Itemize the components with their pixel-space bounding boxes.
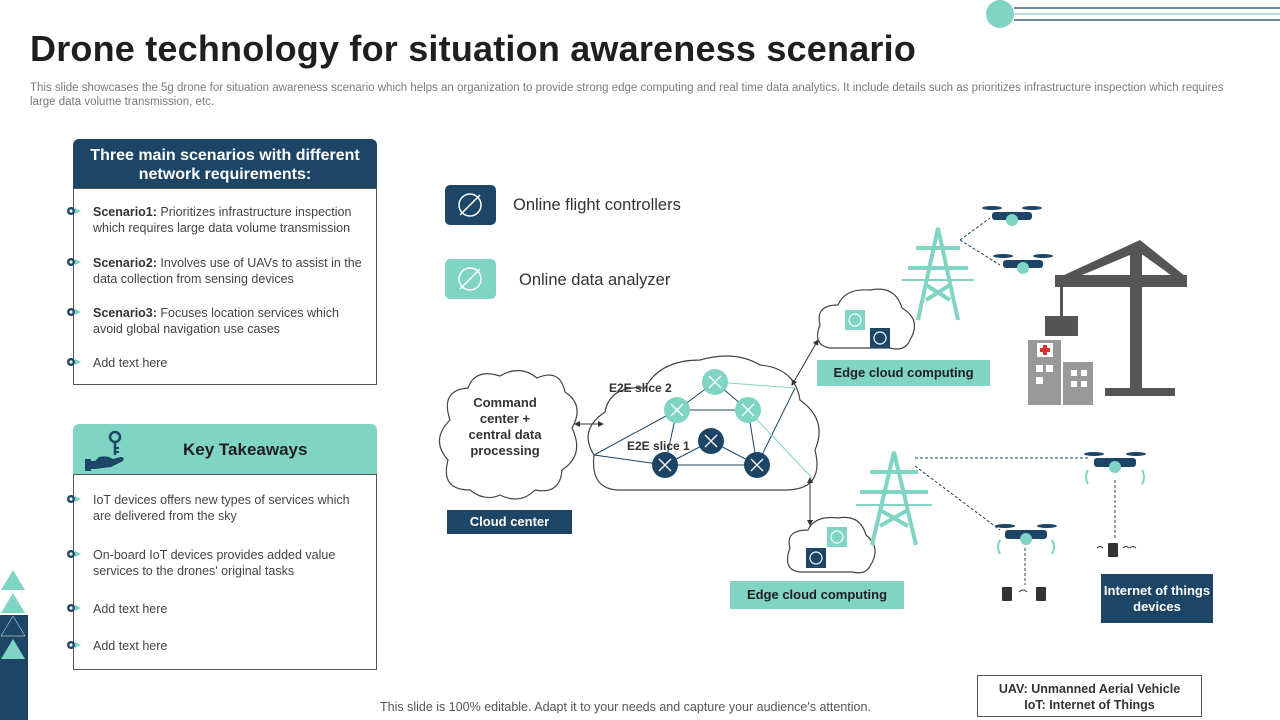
- bullet-icon: [67, 308, 81, 316]
- iot-devices-label: Internet of things devices: [1101, 574, 1213, 623]
- bullet-icon: [67, 258, 81, 266]
- abbr-uav: UAV: Unmanned Aerial Vehicle: [998, 682, 1181, 696]
- page-subtitle: This slide showcases the 5g drone for si…: [30, 82, 1224, 108]
- scenario-item-1: Scenario1: Prioritizes infrastructure in…: [93, 205, 352, 235]
- takeaways-panel: [73, 474, 377, 670]
- bullet-icon: [67, 550, 81, 558]
- scenario-item-3: Scenario3: Focuses location services whi…: [93, 306, 339, 336]
- e2e-slice-2-label: E2E slice 2: [609, 381, 672, 395]
- takeaways-title: Key Takeaways: [183, 440, 308, 459]
- command-center-label: Command center + central data processing: [468, 395, 542, 458]
- hand-key-icon: [85, 430, 124, 471]
- scenarios-header: Three main scenarios with different netw…: [73, 139, 377, 189]
- edge-cloud-top: [817, 288, 916, 350]
- scenario-item-4: Add text here: [93, 356, 168, 370]
- takeaway-item-1: IoT devices offers new types of services…: [93, 493, 350, 523]
- edge-cloud-top-label: Edge cloud computing: [817, 360, 990, 386]
- bullet-icon: [67, 604, 81, 612]
- hospital-icon: [1028, 340, 1093, 405]
- data-analyzer-legend-icon: [445, 259, 496, 299]
- drone-icon: [1084, 452, 1146, 485]
- scenarios-panel: [73, 188, 377, 385]
- abbr-iot: IoT: Internet of Things: [1024, 698, 1155, 712]
- cloud-center-label: Cloud center: [447, 510, 572, 534]
- takeaway-item-4: Add text here: [93, 639, 168, 653]
- data-analyzer-label: Online data analyzer: [519, 271, 671, 289]
- decorative-triangles: [0, 570, 28, 720]
- footer-note: This slide is 100% editable. Adapt it to…: [380, 700, 871, 714]
- edge-cloud-bottom-label: Edge cloud computing: [730, 581, 904, 609]
- crane-icon: [1045, 240, 1187, 396]
- tower-icon-bottom: [856, 451, 932, 546]
- bullet-icon: [67, 207, 81, 215]
- command-center-cloud: [438, 369, 578, 500]
- drone-icon: [982, 206, 1042, 226]
- takeaway-item-3: Add text here: [93, 602, 168, 616]
- iot-device-icon: [1002, 543, 1137, 601]
- drone-icon: [995, 524, 1057, 555]
- slice1-nodes: [652, 428, 770, 478]
- bullet-icon: [67, 358, 81, 366]
- tower-icon-top: [902, 227, 974, 321]
- page-title: Drone technology for situation awareness…: [30, 28, 917, 69]
- scenario-item-2: Scenario2: Involves use of UAVs to assis…: [93, 256, 362, 286]
- abbreviations-box: UAV: Unmanned Aerial Vehicle IoT: Intern…: [977, 675, 1202, 717]
- drone-icon: [993, 254, 1053, 274]
- flight-controller-legend-icon: [445, 185, 496, 225]
- takeaway-item-2: On-board IoT devices provides added valu…: [93, 548, 336, 578]
- e2e-slice-1-label: E2E slice 1: [627, 439, 690, 453]
- flight-controllers-label: Online flight controllers: [513, 196, 681, 214]
- bullet-icon: [67, 641, 81, 649]
- decorative-lines: [986, 0, 1280, 28]
- takeaways-header: Key Takeaways: [73, 424, 377, 475]
- bullet-icon: [67, 495, 81, 503]
